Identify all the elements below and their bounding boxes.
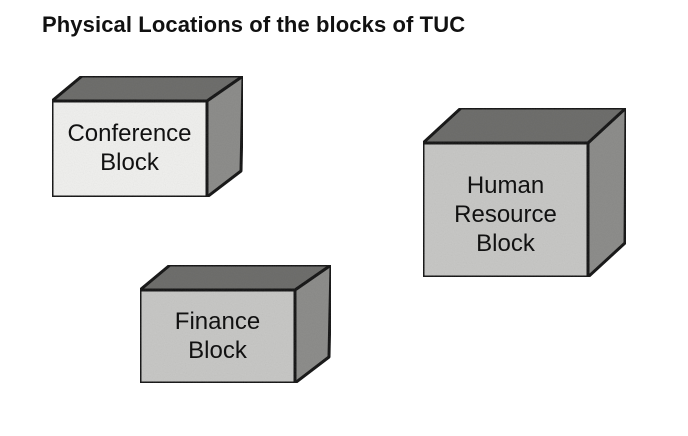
finance-block-label-line: Finance [174,308,261,335]
conference-block-label: Conference Block [52,120,207,178]
conference-block-front-face [50,99,209,199]
human-resource-block-label-line: Resource [454,200,557,228]
conference-block-label-line: Conference [67,120,192,147]
human-resource-block [421,106,628,279]
page-title: Physical Locations of the blocks of TUC [42,12,466,37]
human-resource-block-label-line: Human [466,172,545,199]
finance-block-label-line: Block [188,336,247,364]
conference-block-label-line: Block [100,148,159,176]
conference-block [50,74,245,199]
finance-block-front-face [138,288,297,385]
human-resource-block-label-line: Block [476,229,535,257]
human-resource-block-front-face [421,141,590,279]
finance-block [138,263,333,385]
finance-block-label: Finance Block [140,308,295,366]
human-resource-block-label: Human Resource Block [423,172,588,258]
